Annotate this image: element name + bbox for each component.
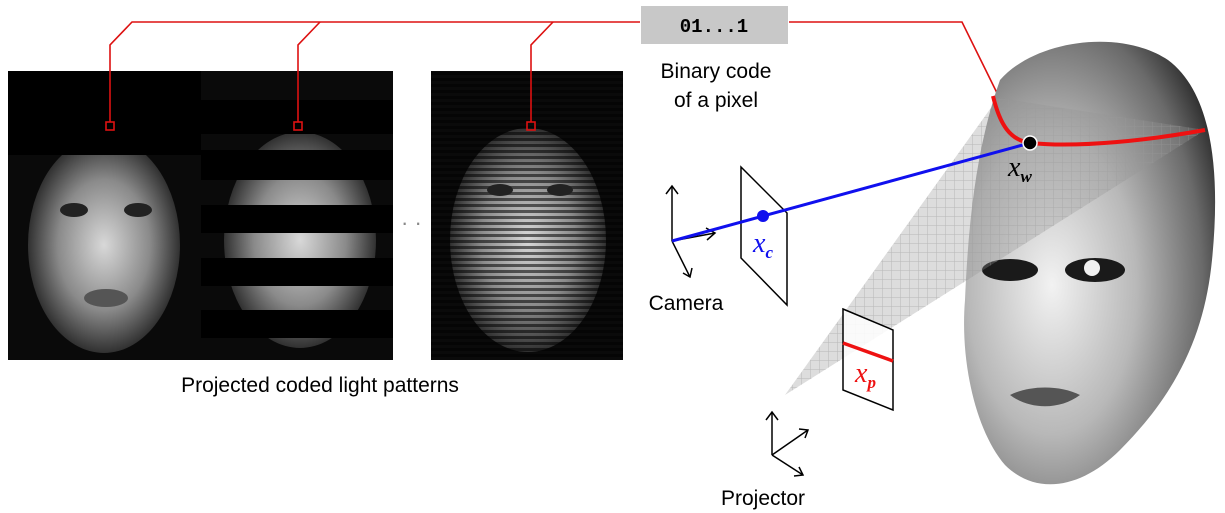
projector-image-plane bbox=[842, 307, 894, 412]
pixel-code-lines bbox=[109, 21, 999, 122]
photo-2-wide-stripes bbox=[201, 71, 393, 360]
pixel-marker-3 bbox=[526, 121, 536, 131]
projector-light-grid bbox=[785, 98, 1205, 395]
binary-code-caption-line1: Binary code bbox=[661, 60, 772, 83]
projected-stripe-curve bbox=[991, 95, 1206, 147]
photo-1-horizontal-band bbox=[8, 71, 201, 360]
camera-image-plane bbox=[740, 165, 788, 307]
camera-ray bbox=[671, 141, 1031, 243]
pattern-ellipsis: · · bbox=[401, 210, 422, 235]
camera-label: Camera bbox=[649, 292, 724, 315]
world-point bbox=[1022, 135, 1038, 151]
projector-label: Projector bbox=[721, 487, 805, 510]
patterns-caption: Projected coded light patterns bbox=[181, 374, 459, 397]
pixel-marker-2 bbox=[293, 121, 303, 131]
binary-code-value: 01...1 bbox=[680, 16, 748, 38]
binary-code-badge bbox=[641, 6, 788, 44]
pixel-marker-1 bbox=[105, 121, 115, 131]
projector-frame bbox=[765, 410, 810, 477]
camera-pixel-point bbox=[757, 210, 769, 222]
world-point-label: xw bbox=[1007, 152, 1032, 186]
projector-stripe-line bbox=[842, 341, 894, 363]
binary-code-caption-line2: of a pixel bbox=[674, 89, 758, 112]
projector-point-label: xp bbox=[854, 358, 876, 392]
photo-3-fine-stripes bbox=[431, 71, 623, 360]
camera-point-label: xc bbox=[752, 228, 773, 262]
